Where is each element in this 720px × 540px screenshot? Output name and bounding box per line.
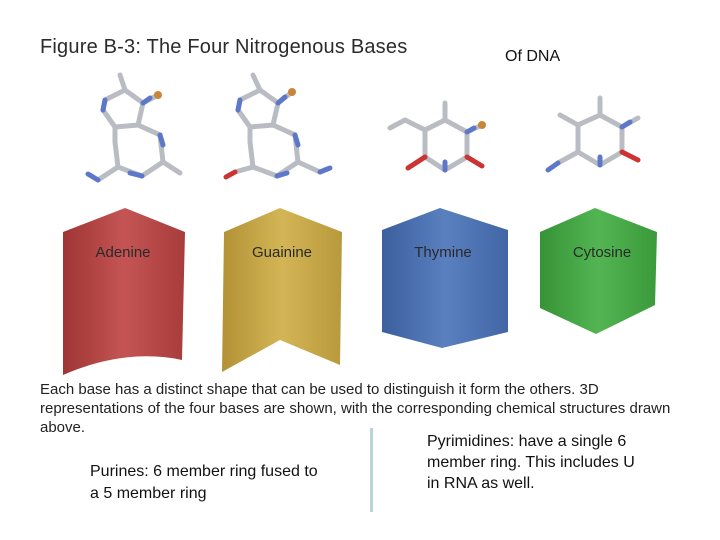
cytosine-shape xyxy=(540,208,657,334)
pyrimidines-note: Pyrimidines: have a single 6 member ring… xyxy=(427,433,635,492)
guanine-molecule-model xyxy=(223,72,333,180)
purines-note: Purines: 6 member ring fused to a 5 memb… xyxy=(90,463,318,502)
guanine-shape xyxy=(222,208,342,372)
of-dna-label: Of DNA xyxy=(505,48,561,65)
figure-caption: Each base has a distinct shape that can … xyxy=(40,381,671,436)
cytosine-molecule-model xyxy=(545,95,641,173)
cytosine-label: Cytosine xyxy=(573,244,631,261)
adenine-shape xyxy=(63,208,185,375)
bases-figure: Adenine Guainine Thymine Cytosine xyxy=(63,72,657,375)
thymine-label: Thymine xyxy=(414,244,472,261)
adenine-label: Adenine xyxy=(95,244,150,261)
figure-title: Figure B-3: The Four Nitrogenous Bases xyxy=(40,36,408,58)
thymine-shape xyxy=(382,208,508,348)
column-divider xyxy=(370,428,373,512)
adenine-molecule-model xyxy=(85,72,183,183)
guanine-label: Guainine xyxy=(252,244,312,261)
thymine-molecule-model xyxy=(387,100,486,173)
